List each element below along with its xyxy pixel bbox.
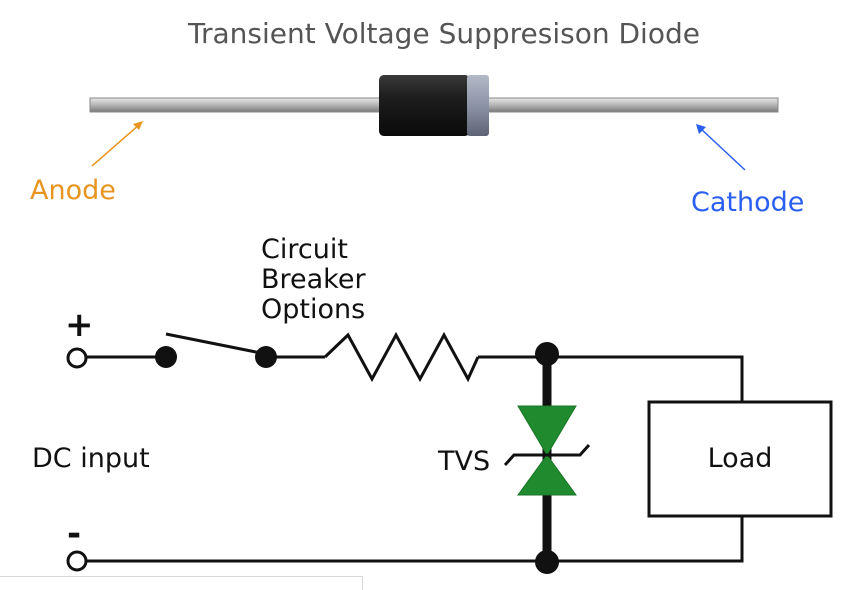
tvs-lower-triangle — [517, 454, 577, 496]
wire-segment — [547, 516, 744, 563]
cathode-pointer: Cathode — [691, 124, 804, 218]
tvs-zener-bar — [503, 443, 591, 467]
load-label: Load — [708, 443, 773, 474]
plus-sign: + — [65, 305, 94, 345]
circuit-wiring — [86, 331, 744, 563]
cathode-arrow-line — [699, 127, 746, 171]
tvs-label: TVS — [437, 446, 490, 477]
tvs-upper-triangle — [517, 405, 577, 456]
dc-input-label: DC input — [32, 443, 150, 474]
positive-terminal — [66, 347, 88, 369]
anode-pointer: Anode — [30, 121, 143, 206]
wire-segment — [547, 355, 744, 402]
breaker-label: Circuit Breaker Options — [261, 234, 366, 325]
junction-dot — [535, 342, 559, 366]
load-box — [647, 400, 833, 518]
tvs-diode-symbol — [503, 357, 591, 561]
anode-label: Anode — [30, 175, 116, 206]
bottom-edge-strip — [0, 576, 363, 590]
breaker-label-line: Circuit — [261, 234, 348, 265]
diode-component — [89, 75, 779, 136]
cathode-band — [467, 75, 489, 136]
breaker-contact — [255, 346, 277, 368]
breaker-contact — [155, 346, 177, 368]
cathode-arrowhead-icon — [696, 124, 706, 134]
negative-terminal — [66, 550, 88, 572]
cathode-label: Cathode — [691, 187, 804, 218]
breaker-label-line: Breaker — [261, 264, 366, 295]
breaker-label-line: Options — [261, 294, 365, 325]
junction-dot — [535, 550, 559, 574]
anode-arrowhead-icon — [133, 121, 143, 130]
diode-body — [379, 75, 470, 136]
minus-sign: - — [67, 514, 81, 554]
breaker-switch-arm — [165, 332, 267, 356]
resistor-symbol — [323, 331, 480, 383]
anode-arrow-line — [91, 123, 141, 167]
diagram-title: Transient Voltage Suppresison Diode — [187, 17, 700, 50]
